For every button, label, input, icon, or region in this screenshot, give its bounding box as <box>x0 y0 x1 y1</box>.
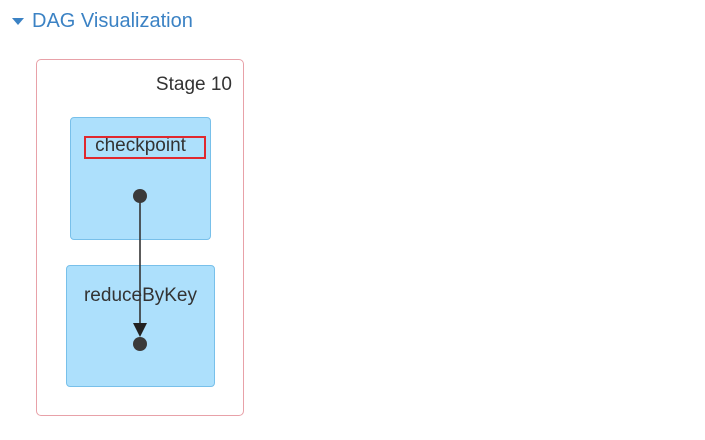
rdd-node-checkpoint[interactable]: checkpoint <box>70 117 211 240</box>
caret-down-icon[interactable] <box>12 18 24 25</box>
rdd-node-reducebykey[interactable]: reduceByKey <box>66 265 215 387</box>
dag-visualization-title[interactable]: DAG Visualization <box>32 10 193 32</box>
rdd-node-label: checkpoint <box>95 135 186 156</box>
dag-visualization-toggle[interactable]: DAG Visualization <box>12 8 193 34</box>
rdd-node-label: reduceByKey <box>83 285 197 306</box>
stage-label: Stage 10 <box>155 74 232 95</box>
